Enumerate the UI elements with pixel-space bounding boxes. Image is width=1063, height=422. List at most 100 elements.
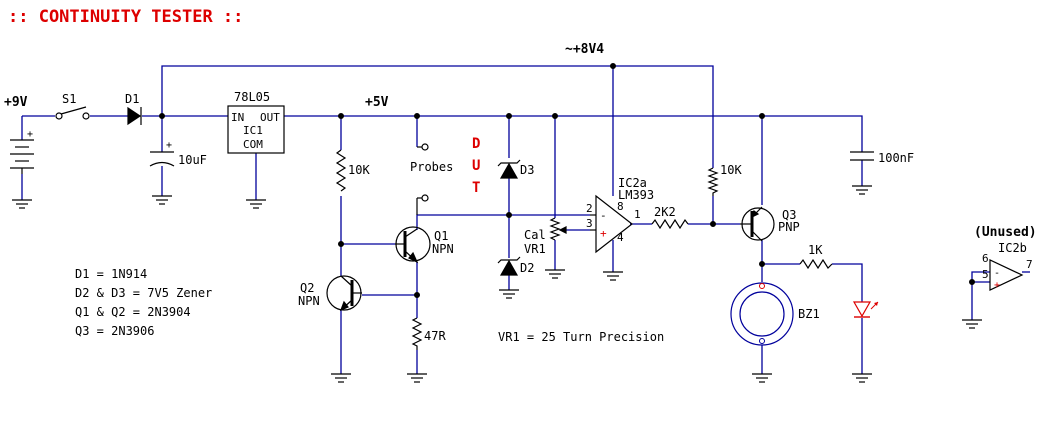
junction-dot [159, 112, 166, 119]
dut-letter-d: D [472, 136, 480, 152]
capacitor-100nf [850, 151, 874, 161]
q2-label: Q2 [300, 281, 314, 295]
regulator-name-label: IC1 [243, 124, 263, 137]
capacitor-100nf-label: 100nF [878, 151, 914, 165]
regulator-com-label: COM [243, 138, 263, 151]
switch-label: S1 [62, 92, 76, 106]
svg-text:+: + [27, 129, 33, 140]
ground-symbols [12, 185, 982, 383]
q3-type-label: PNP [778, 220, 800, 234]
switch-s1 [55, 106, 90, 120]
transistor-q3-pnp [740, 206, 775, 242]
regulator-ic1 [227, 105, 285, 154]
q3-label: Q3 [782, 208, 796, 222]
ground-icon [12, 199, 32, 209]
svg-text:-: - [600, 209, 607, 222]
pin-4-label: 4 [617, 231, 624, 244]
svg-text:+: + [994, 280, 1000, 291]
resistor-1k-label: 1K [808, 243, 823, 257]
junction-dot [338, 112, 345, 119]
vr1-label: VR1 [524, 242, 546, 256]
buzzer-bz1 [730, 282, 794, 346]
regulator-out-label: OUT [260, 111, 280, 124]
cal-label: Cal [524, 228, 546, 242]
junction-dot [506, 112, 513, 119]
ground-icon [331, 373, 351, 383]
transistor-q2-npn [326, 275, 362, 312]
zener-d3-label: D3 [520, 163, 534, 177]
comparator-ic2a: - + [590, 194, 633, 254]
svg-text:+: + [166, 140, 172, 151]
pin-6-label: 6 [982, 252, 989, 265]
svg-text:+: + [600, 227, 607, 240]
q1-type-label: NPN [432, 242, 454, 256]
junction-dot [709, 221, 716, 228]
junction-dot [758, 261, 765, 268]
junction-dot [338, 241, 345, 248]
resistor-2k2-label: 2K2 [654, 205, 676, 219]
resistor-10k-right [707, 167, 719, 196]
ic2b-label: IC2b [998, 241, 1027, 255]
transistor-q1-npn [395, 226, 431, 264]
capacitor-c1-label: 10uF [178, 153, 207, 167]
rail-label-8v4: ~+8V4 [565, 42, 604, 57]
ground-icon [752, 373, 772, 383]
junction-dot [506, 212, 513, 219]
junction-dot [968, 279, 975, 286]
regulator-part-label: 78L05 [234, 90, 270, 104]
junction-dot [551, 112, 558, 119]
pin-3-label: 3 [586, 217, 593, 230]
ground-icon [545, 269, 565, 279]
pin-2-label: 2 [586, 202, 593, 215]
q2-type-label: NPN [298, 294, 320, 308]
ground-icon [962, 319, 982, 329]
note-line: D1 = 1N914 [75, 267, 147, 281]
led [852, 301, 879, 318]
junction-dot [758, 112, 765, 119]
resistor-10k-left [335, 149, 347, 192]
resistor-2k2 [651, 218, 689, 230]
dut-letter-t: T [472, 180, 480, 196]
svg-text:-: - [994, 268, 1000, 279]
unused-label: (Unused) [974, 225, 1037, 240]
battery-symbol: + [10, 129, 34, 174]
resistor-47r [411, 317, 423, 350]
ground-icon [152, 195, 172, 205]
ic2a-label: IC2a [618, 176, 647, 190]
q1-label: Q1 [434, 229, 448, 243]
pin-8-label: 8 [617, 200, 624, 213]
ground-icon [407, 373, 427, 383]
dut-letter-u: U [472, 158, 480, 174]
junction-dots [159, 62, 975, 299]
pin-5-label: 5 [982, 268, 989, 281]
note-line: Q3 = 2N3906 [75, 324, 154, 338]
ground-icon [852, 185, 872, 195]
wires [21, 65, 1030, 374]
capacitor-c1: + [149, 140, 175, 167]
ground-icon [499, 289, 519, 299]
pin-1-label: 1 [634, 208, 641, 221]
regulator-in-label: IN [231, 111, 244, 124]
junction-dot [414, 292, 421, 299]
buzzer-label: BZ1 [798, 307, 820, 321]
note-line: Q1 & Q2 = 2N3904 [75, 305, 191, 319]
diode-d1 [127, 106, 142, 126]
resistor-47r-label: 47R [424, 329, 446, 343]
junction-dot [609, 62, 616, 69]
vr1-note: VR1 = 25 Turn Precision [498, 330, 664, 344]
probes-label: Probes [410, 160, 453, 174]
resistor-1k [799, 258, 833, 270]
lm393-label: LM393 [618, 188, 654, 202]
comparator-ic2b: - + [989, 259, 1024, 291]
resistor-10k-left-label: 10K [348, 163, 370, 177]
ground-icon [852, 373, 872, 383]
zener-d2 [497, 256, 521, 276]
note-line: D2 & D3 = 7V5 Zener [75, 286, 212, 300]
probe-terminals [416, 143, 429, 215]
ground-icon [603, 271, 623, 281]
page-title: :: CONTINUITY TESTER :: [8, 7, 243, 27]
resistor-10k-right-label: 10K [720, 163, 742, 177]
pin-7-label: 7 [1026, 258, 1033, 271]
